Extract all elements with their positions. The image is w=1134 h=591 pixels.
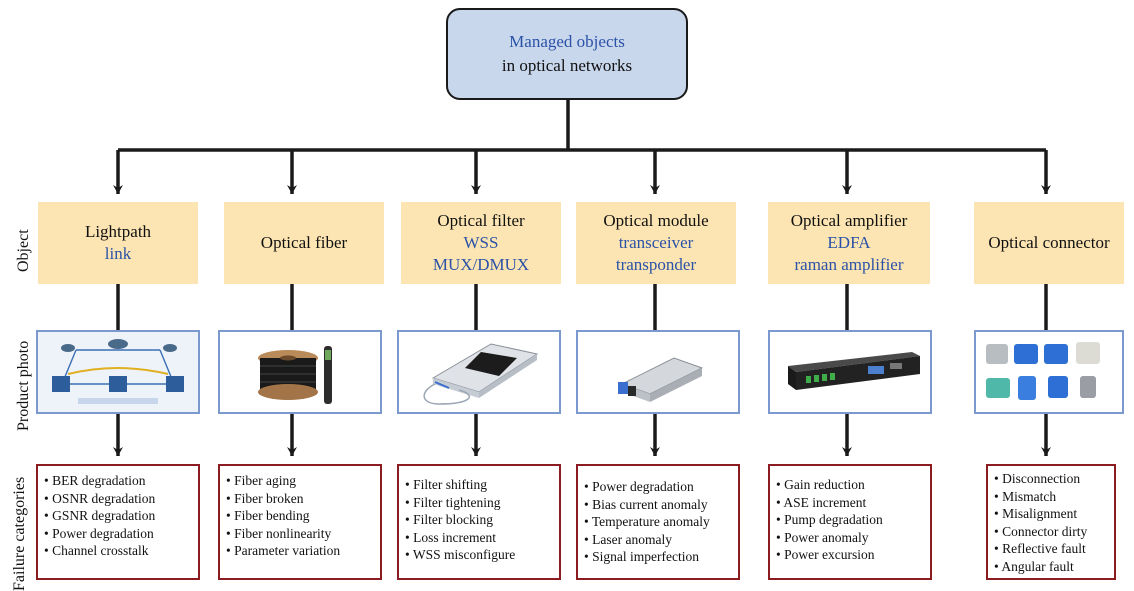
root-title: Managed objects bbox=[509, 32, 625, 51]
failure-item: • Loss increment bbox=[405, 529, 496, 545]
object-lightpath: Lightpath link bbox=[38, 202, 198, 284]
object-optical-amplifier: Optical amplifier EDFA raman amplifier bbox=[768, 202, 930, 284]
object-title: Optical module bbox=[603, 211, 709, 230]
failure-list-optical-fiber: • Fiber aging • Fiber broken • Fiber ben… bbox=[218, 464, 382, 580]
object-subtitle: link bbox=[104, 244, 132, 263]
failure-item: • Pump degradation bbox=[776, 512, 883, 528]
failure-list-lightpath: • BER degradation • OSNR degradation • G… bbox=[36, 464, 200, 580]
object-optical-connector: Optical connector bbox=[974, 202, 1124, 284]
row-label-failure-categories: Failure categories bbox=[11, 476, 28, 591]
object-optical-fiber: Optical fiber bbox=[224, 202, 384, 284]
object-optical-module: Optical module transceiver transponder bbox=[576, 202, 736, 284]
row-label-object: Object bbox=[15, 229, 32, 272]
object-subtitle: WSS bbox=[463, 233, 499, 252]
root-subtitle: in optical networks bbox=[501, 56, 633, 75]
photo-optical-amplifier bbox=[768, 330, 932, 414]
object-subtitle: MUX/DMUX bbox=[432, 255, 530, 274]
object-subtitle: transceiver bbox=[618, 233, 694, 252]
failure-item: • Gain reduction bbox=[776, 477, 865, 493]
failure-item: • Filter shifting bbox=[405, 477, 487, 493]
failure-item: • Signal imperfection bbox=[584, 549, 699, 565]
root-node: Managed objects in optical networks bbox=[446, 8, 688, 100]
object-title: Optical filter bbox=[437, 211, 525, 230]
object-optical-filter: Optical filter WSS MUX/DMUX bbox=[401, 202, 561, 284]
failure-item: • Filter tightening bbox=[405, 494, 501, 510]
failure-item: • GSNR degradation bbox=[44, 508, 156, 524]
row-label-product-photo: Product photo bbox=[15, 340, 32, 431]
failure-item: • Parameter variation bbox=[226, 543, 341, 559]
fiber-cable-spool-icon bbox=[258, 346, 332, 404]
object-title: Optical connector bbox=[988, 233, 1110, 252]
failure-item: • Fiber broken bbox=[226, 490, 304, 506]
failure-item: • Filter blocking bbox=[405, 512, 493, 528]
failure-item: • Reflective fault bbox=[994, 541, 1086, 557]
failure-item: • ASE increment bbox=[776, 494, 867, 510]
failure-item: • Bias current anomaly bbox=[584, 496, 708, 512]
object-title: Lightpath bbox=[84, 222, 152, 241]
failure-item: • Connector dirty bbox=[994, 523, 1088, 539]
failure-item: • OSNR degradation bbox=[44, 490, 156, 506]
photo-optical-connector bbox=[974, 330, 1124, 414]
object-subtitle: raman amplifier bbox=[794, 255, 904, 274]
failure-item: • Disconnection bbox=[994, 471, 1081, 486]
failure-item: • Mismatch bbox=[994, 488, 1057, 504]
failure-item: • WSS misconfigure bbox=[405, 547, 516, 563]
failure-list-optical-connector: • Disconnection • Mismatch • Misalignmen… bbox=[986, 464, 1116, 580]
lightpath-network-diagram-icon bbox=[38, 332, 198, 412]
photo-optical-module bbox=[576, 330, 740, 414]
object-title: Optical fiber bbox=[260, 233, 348, 252]
failure-list-optical-filter: • Filter shifting • Filter tightening • … bbox=[397, 464, 561, 580]
failure-item: • Power degradation bbox=[44, 525, 154, 541]
sfp-transceiver-icon bbox=[618, 357, 704, 402]
failure-item: • Misalignment bbox=[994, 506, 1078, 522]
failure-item: • Fiber nonlinearity bbox=[226, 525, 332, 541]
fiber-connectors-icon bbox=[986, 342, 1100, 400]
object-title: Optical amplifier bbox=[790, 211, 908, 230]
failure-item: • Angular fault bbox=[994, 558, 1074, 574]
object-subtitle: EDFA bbox=[827, 233, 871, 252]
failure-item: • Fiber bending bbox=[226, 508, 310, 524]
failure-item: • Power anomaly bbox=[776, 529, 869, 545]
failure-item: • Power degradation bbox=[584, 479, 694, 494]
failure-list-optical-module: • Power degradation • Bias current anoma… bbox=[576, 464, 740, 580]
failure-item: • Channel crosstalk bbox=[44, 543, 149, 559]
failure-item: • Power excursion bbox=[776, 547, 875, 563]
rack-amplifier-icon bbox=[788, 352, 920, 390]
object-subtitle: transponder bbox=[615, 255, 697, 274]
photo-optical-filter bbox=[397, 330, 561, 414]
photo-lightpath bbox=[36, 330, 200, 414]
failure-item: • Temperature anomaly bbox=[584, 514, 710, 530]
failure-item: • Laser anomaly bbox=[584, 531, 672, 547]
failure-item: • BER degradation bbox=[44, 473, 146, 488]
wss-module-icon bbox=[423, 343, 539, 405]
failure-list-optical-amplifier: • Gain reduction • ASE increment • Pump … bbox=[768, 464, 932, 580]
failure-item: • Fiber aging bbox=[226, 473, 296, 488]
photo-optical-fiber bbox=[218, 330, 382, 414]
